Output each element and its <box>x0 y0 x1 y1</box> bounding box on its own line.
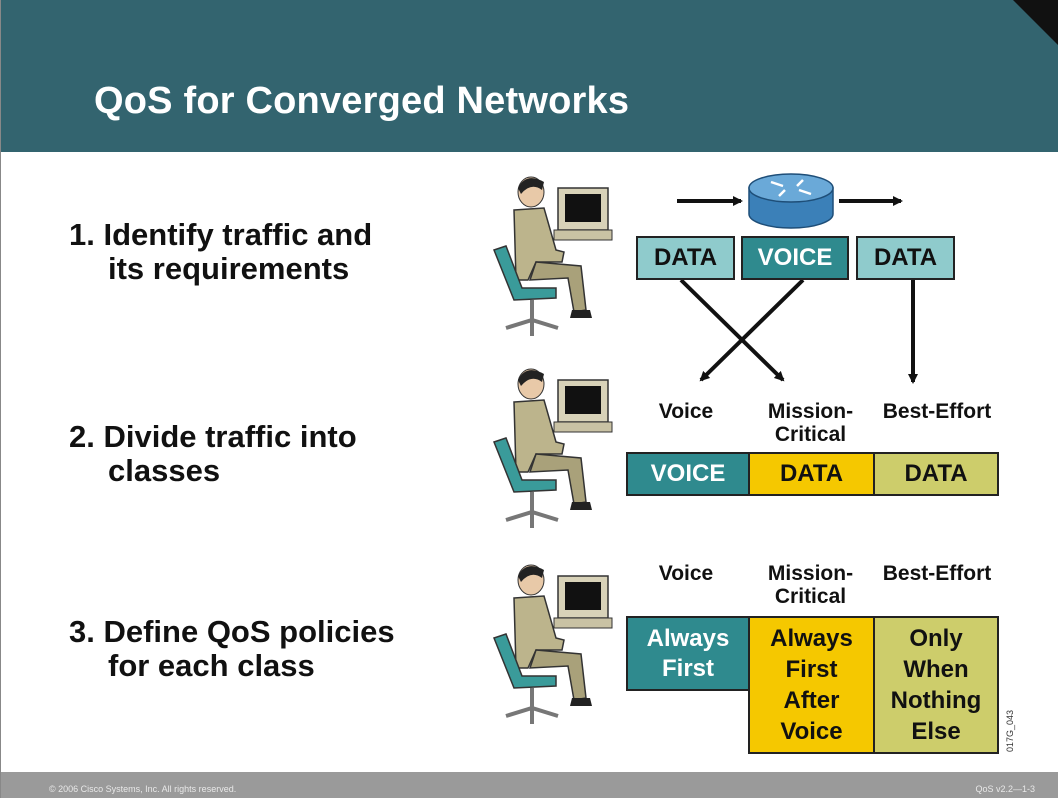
policy-label-mission-critical: Mission- Critical <box>753 562 868 608</box>
policy-best-l3: Nothing <box>890 687 982 714</box>
class-bar-voice: VOICE <box>626 452 750 496</box>
step-2-line1: 2. Divide traffic into <box>69 419 357 454</box>
policy-voice-l2: First <box>661 654 714 682</box>
class-label-mission-critical: Mission- Critical <box>753 400 868 446</box>
footer-copyright: © 2006 Cisco Systems, Inc. All rights re… <box>49 784 237 794</box>
person-at-computer-icon <box>493 564 613 724</box>
policy-voice: Always First <box>626 616 750 691</box>
policy-mission-line2: Critical <box>774 585 847 608</box>
router-icon <box>748 173 834 229</box>
policy-best-effort: Only When Nothing Else <box>873 616 999 754</box>
step-3-line1: 3. Define QoS policies <box>69 614 395 649</box>
footer-bar: © 2006 Cisco Systems, Inc. All rights re… <box>1 772 1058 798</box>
mission-line1: Mission- <box>767 400 854 423</box>
mission-line2: Critical <box>774 423 847 446</box>
corner-mark <box>1013 0 1058 46</box>
policy-best-l2: When <box>903 656 969 683</box>
person-at-computer-icon <box>493 176 613 336</box>
voice-to-voice-arrow <box>699 278 805 382</box>
policy-label-voice: Voice <box>658 562 714 585</box>
policy-mission-line1: Mission- <box>767 562 854 585</box>
packet-data-1: DATA <box>636 236 735 280</box>
policy-label-best-effort: Best-Effort <box>882 562 992 585</box>
step-2-line2: classes <box>108 453 221 488</box>
packet-data-2: DATA <box>856 236 955 280</box>
step-3: 3. Define QoS policies for each class <box>69 615 395 683</box>
policy-voice-l1: Always <box>646 624 730 652</box>
person-at-computer-icon <box>493 368 613 528</box>
step-3-line2: for each class <box>108 648 315 683</box>
data-to-mission-arrow <box>679 278 785 382</box>
class-label-best-effort: Best-Effort <box>882 400 992 423</box>
policy-mission-critical: Always First After Voice <box>748 616 875 754</box>
step-2: 2. Divide traffic into classes <box>69 420 357 488</box>
slide-title: QoS for Converged Networks <box>94 80 630 122</box>
header-bar: QoS for Converged Networks <box>1 0 1058 152</box>
footer-course-id: QoS v2.2—1-3 <box>975 784 1035 794</box>
policy-mission-l4: Voice <box>780 718 843 745</box>
policy-best-l4: Else <box>911 718 961 745</box>
policy-best-l1: Only <box>909 625 963 652</box>
step-1: 1. Identify traffic and its requirements <box>69 218 372 286</box>
step-1-line1: 1. Identify traffic and <box>69 217 373 252</box>
figure-id: 017G_043 <box>1005 709 1015 752</box>
policy-mission-l3: After <box>783 687 840 714</box>
class-bar-mission-data: DATA <box>748 452 875 496</box>
policy-mission-l2: First <box>785 656 838 683</box>
class-label-voice: Voice <box>658 400 714 423</box>
packet-voice: VOICE <box>741 236 849 280</box>
policy-mission-l1: Always <box>770 625 853 652</box>
class-bar-best-data: DATA <box>873 452 999 496</box>
step-1-line2: its requirements <box>108 251 350 286</box>
